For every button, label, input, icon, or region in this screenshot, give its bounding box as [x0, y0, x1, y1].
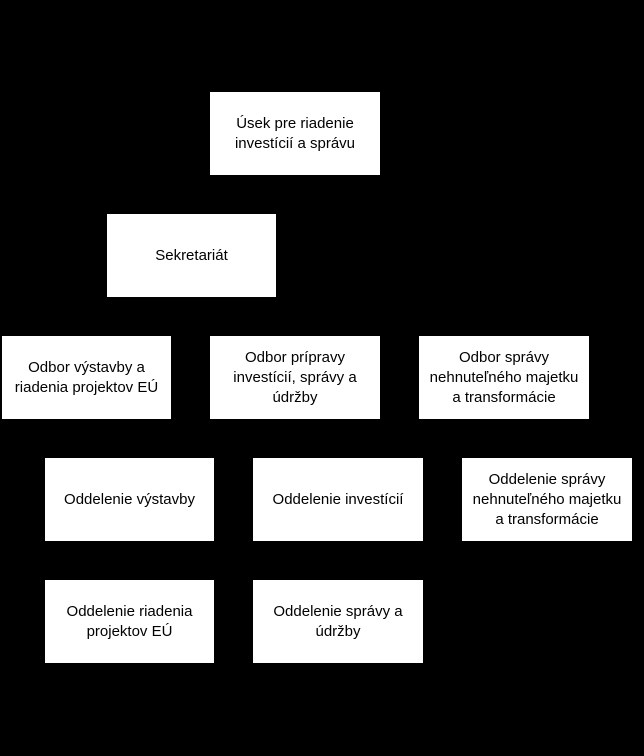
- node-label: Odbor prípravy investícií, správy a údrž…: [233, 348, 357, 406]
- node-odbor-vystavby: Odbor výstavby a riadenia projektov EÚ: [1, 335, 172, 420]
- node-oddelenie-investicii: Oddelenie investícií: [252, 457, 424, 542]
- node-oddelenie-spravy-nehnutelneho-majetku: Oddelenie správy nehnuteľného majetku a …: [461, 457, 633, 542]
- node-label: Oddelenie správy nehnuteľného majetku a …: [472, 470, 622, 528]
- node-odbor-pripravy: Odbor prípravy investícií, správy a údrž…: [209, 335, 381, 420]
- node-label: Oddelenie výstavby: [64, 490, 195, 508]
- node-label: Oddelenie investícií: [272, 490, 404, 508]
- node-label: Úsek pre riadenie investícií a správu: [234, 114, 356, 152]
- node-oddelenie-riadenia-projektov: Oddelenie riadenia projektov EÚ: [44, 579, 215, 664]
- node-oddelenie-vystavby: Oddelenie výstavby: [44, 457, 215, 542]
- node-label: Odbor správy nehnuteľného majetku a tran…: [429, 348, 579, 406]
- node-usek-pre-riadenie-investicii: Úsek pre riadenie investícií a správu: [209, 91, 381, 176]
- node-odbor-spravy: Odbor správy nehnuteľného majetku a tran…: [418, 335, 590, 420]
- node-label: Oddelenie riadenia projektov EÚ: [66, 602, 193, 640]
- node-oddelenie-spravy-a-udrzby: Oddelenie správy a údržby: [252, 579, 424, 664]
- node-label: Odbor výstavby a riadenia projektov EÚ: [14, 358, 159, 396]
- node-sekretariat: Sekretariát: [106, 213, 277, 298]
- node-label: Sekretariát: [155, 246, 228, 264]
- node-label: Oddelenie správy a údržby: [273, 602, 403, 640]
